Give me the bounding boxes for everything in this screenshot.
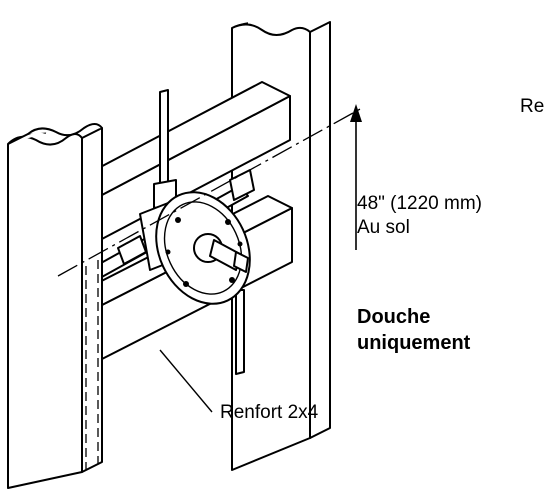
brace-label: Renfort 2x4 xyxy=(220,402,319,423)
valve-assembly xyxy=(139,191,251,305)
upper-brace xyxy=(71,81,291,241)
height-measurement-label: 48" (1220 mm) xyxy=(357,193,483,214)
shower-only-label-line2: uniquement xyxy=(357,332,471,354)
height-reference-line xyxy=(57,107,363,277)
shower-only-label-line1: Douche xyxy=(357,306,431,328)
floor-reference-label: Au sol xyxy=(357,217,410,238)
truncated-label: Re xyxy=(520,96,545,117)
brace-leader-line xyxy=(159,349,213,413)
supply-pipe xyxy=(153,89,177,209)
left-stud xyxy=(7,123,103,489)
height-dimension-arrow xyxy=(350,104,362,250)
lower-pipe xyxy=(235,289,245,375)
